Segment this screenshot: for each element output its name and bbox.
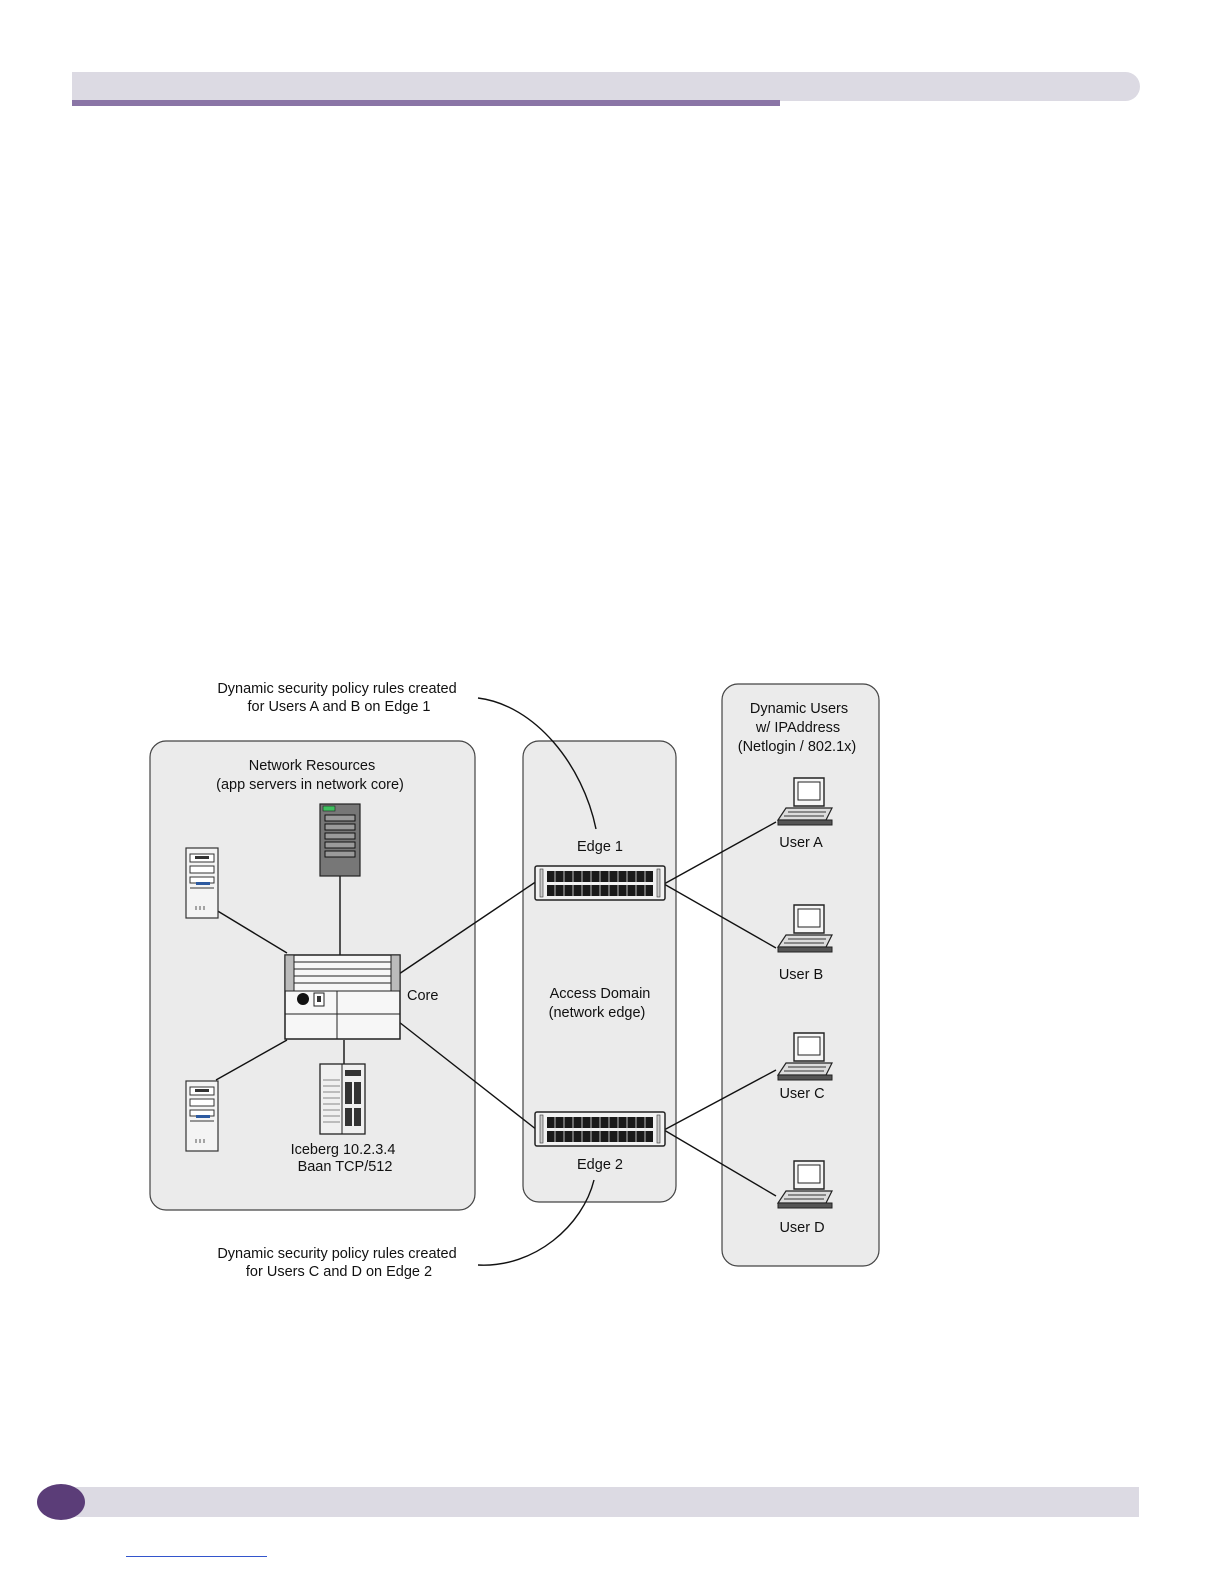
user-c-label: User C — [779, 1086, 824, 1102]
edge2-switch-icon — [534, 1111, 666, 1147]
annotation-bottom-line2: for Users C and D on Edge 2 — [246, 1264, 432, 1280]
annotation-top-leader — [477, 697, 597, 830]
access-domain-title: Access Domain — [550, 986, 651, 1002]
server-tower-icon — [185, 847, 219, 919]
dynamic-users-note: (Netlogin / 802.1x) — [738, 739, 856, 755]
network-resources-title: Network Resources — [249, 758, 376, 774]
iceberg-server-icon — [319, 1063, 366, 1135]
dynamic-users-title: Dynamic Users — [750, 701, 848, 717]
user-d-label: User D — [779, 1220, 824, 1236]
rack-server-icon — [319, 803, 361, 877]
access-domain-panel — [522, 740, 677, 1203]
footer-link-underline[interactable] — [126, 1556, 267, 1557]
footer-bar — [62, 1487, 1139, 1517]
server-tower-icon — [185, 1080, 219, 1152]
core-label: Core — [407, 988, 438, 1004]
annotation-top-line2: for Users A and B on Edge 1 — [248, 699, 431, 715]
dynamic-users-subtitle: w/ IPAddress — [755, 720, 840, 736]
header-accent-bar — [72, 100, 780, 106]
iceberg-label-line2: Baan TCP/512 — [298, 1159, 393, 1175]
annotation-top-line1: Dynamic security policy rules created — [217, 681, 456, 697]
connection-lines — [215, 697, 777, 1266]
footer-page-badge — [37, 1484, 85, 1520]
header-bar — [72, 72, 1140, 101]
edge1-switch-icon — [534, 865, 666, 901]
iceberg-label-line1: Iceberg 10.2.3.4 — [291, 1142, 396, 1158]
edge2-label: Edge 2 — [577, 1157, 623, 1173]
annotation-bottom-leader — [477, 1179, 595, 1266]
annotation-bottom-line1: Dynamic security policy rules created — [217, 1246, 456, 1262]
core-switch-icon — [284, 954, 401, 1040]
edge1-label: Edge 1 — [577, 839, 623, 855]
user-b-label: User B — [779, 967, 823, 983]
network-resources-subtitle: (app servers in network core) — [216, 777, 404, 793]
user-a-label: User A — [779, 835, 823, 851]
access-domain-subtitle: (network edge) — [549, 1005, 646, 1021]
